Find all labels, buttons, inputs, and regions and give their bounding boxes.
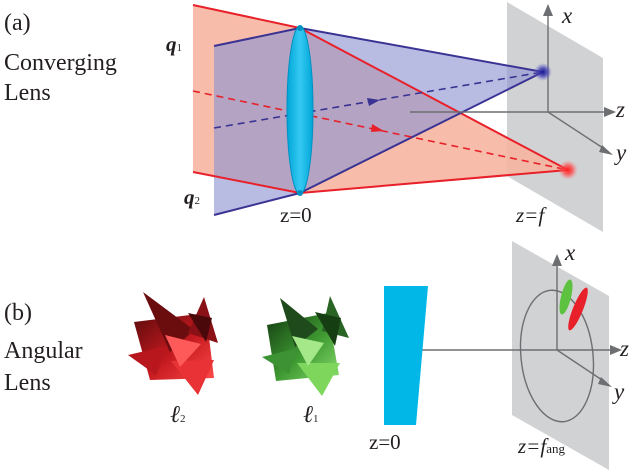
panel-a-title-line1: Converging	[4, 50, 117, 76]
object-l1	[262, 296, 349, 396]
l2-main: ℓ	[170, 402, 180, 428]
l1-label: ℓ1	[303, 403, 319, 427]
lens-bottom-tip	[297, 190, 303, 196]
panel-a-label: (a)	[4, 10, 31, 36]
lens-top-tip	[297, 25, 303, 31]
angular-ring	[519, 289, 595, 423]
red-ray-arrow	[371, 124, 384, 132]
object-l2	[128, 292, 218, 395]
axis-x-label-b: x	[565, 240, 576, 265]
blue-ray-arrow	[367, 98, 380, 106]
red-focal-spot	[558, 160, 578, 180]
red-chief-ray	[192, 90, 569, 171]
q2-label: q2	[184, 187, 200, 208]
angular-lens-wedge	[384, 286, 428, 425]
lens-z-label-a: z=0	[280, 203, 312, 227]
axis-y-label-b: y	[614, 379, 625, 404]
red-focal-spot-ang	[568, 287, 588, 331]
q2-sub: 2	[194, 195, 201, 207]
focal-z-label-a: z=f	[516, 203, 545, 227]
lens-z-label-b: z=0	[369, 430, 401, 454]
green-focal-spot	[559, 279, 573, 315]
red-beam-edges	[192, 4, 569, 194]
focal-z-sub-b: ang	[546, 441, 565, 456]
l1-sub: 1	[313, 413, 319, 425]
blue-beam-edges	[213, 27, 544, 216]
panel-b-title-line1: Angular	[4, 338, 83, 364]
blue-focal-spot	[534, 63, 552, 81]
q1-main: q	[166, 32, 177, 56]
l2-sub: 2	[180, 413, 186, 425]
panel-a	[192, 2, 616, 232]
axis-x-label-a: x	[562, 3, 573, 28]
q1-sub: 1	[176, 42, 183, 54]
panel-b-label: (b)	[4, 300, 32, 326]
axis-z-label-a: z	[616, 97, 625, 122]
panel-b	[128, 241, 622, 470]
converging-lens	[286, 25, 314, 195]
panel-a-title-line2: Lens	[4, 80, 51, 106]
axis-z-label-b: z	[620, 336, 629, 361]
q1-label: q1	[166, 34, 182, 55]
axes-b	[420, 254, 622, 387]
l1-main: ℓ	[303, 402, 313, 428]
blue-chief-ray	[213, 71, 544, 129]
panel-b-title-line2: Lens	[4, 370, 51, 396]
focal-z-main-b: z=f	[518, 434, 547, 458]
q2-main: q	[184, 185, 195, 209]
focal-z-label-b: z=fang	[518, 436, 565, 457]
axes-a	[410, 4, 616, 155]
axis-y-label-a: y	[616, 140, 627, 165]
l2-label: ℓ2	[170, 403, 186, 427]
